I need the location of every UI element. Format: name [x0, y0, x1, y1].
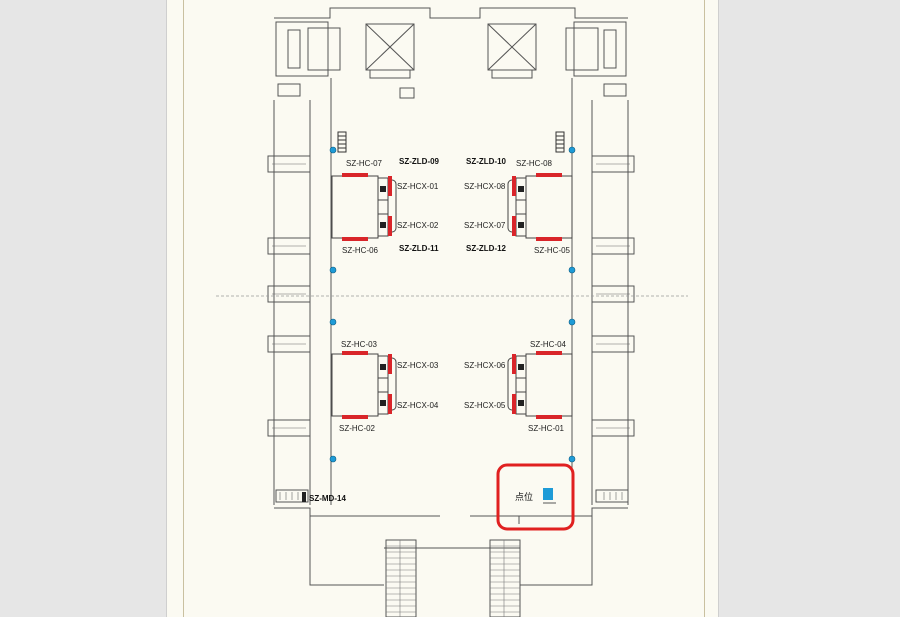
equipment-box-se: [525, 353, 573, 417]
label-sz-hcx-03: SZ-HCX-03: [397, 361, 439, 370]
label-sz-hcx-05: SZ-HCX-05: [464, 401, 506, 410]
sheet-border-left: [183, 0, 184, 617]
label-sz-md-14: SZ-MD-14: [309, 494, 346, 503]
label-sz-hc-07: SZ-HC-07: [346, 159, 383, 168]
label-sz-zld-10: SZ-ZLD-10: [466, 157, 507, 166]
label-sz-hcx-07: SZ-HCX-07: [464, 221, 506, 230]
label-sz-hc-05: SZ-HC-05: [534, 246, 571, 255]
label-sz-hc-01: SZ-HC-01: [528, 424, 565, 433]
sheet-border-right: [704, 0, 705, 617]
label-sz-hcx-01: SZ-HCX-01: [397, 182, 439, 191]
label-sz-hcx-08: SZ-HCX-08: [464, 182, 506, 191]
equipment-box-nw: [331, 175, 379, 239]
drawing-sheet: [166, 0, 719, 617]
legend-label: 点位: [515, 491, 533, 503]
label-sz-hcx-06: SZ-HCX-06: [464, 361, 506, 370]
label-sz-hcx-02: SZ-HCX-02: [397, 221, 439, 230]
legend-highlight-box: [496, 463, 575, 531]
label-sz-zld-12: SZ-ZLD-12: [466, 244, 507, 253]
label-sz-hc-08: SZ-HC-08: [516, 159, 553, 168]
label-sz-hc-03: SZ-HC-03: [341, 340, 378, 349]
equipment-box-ne: [525, 175, 573, 239]
label-sz-hcx-04: SZ-HCX-04: [397, 401, 439, 410]
equipment-box-sw: [331, 353, 379, 417]
label-sz-zld-09: SZ-ZLD-09: [399, 157, 440, 166]
label-sz-zld-11: SZ-ZLD-11: [399, 244, 439, 253]
label-sz-hc-04: SZ-HC-04: [530, 340, 567, 349]
legend-marker-icon: [543, 488, 553, 500]
label-sz-hc-06: SZ-HC-06: [342, 246, 379, 255]
label-sz-hc-02: SZ-HC-02: [339, 424, 376, 433]
